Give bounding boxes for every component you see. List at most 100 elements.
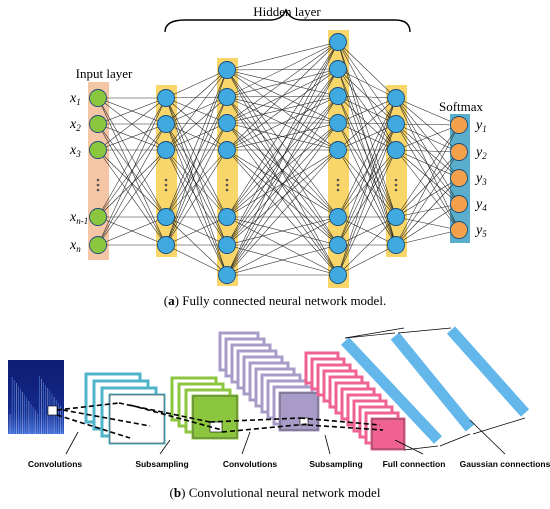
neuron-node (387, 141, 405, 159)
connection-edge (165, 69, 228, 125)
neuron-node (218, 208, 236, 226)
label-subsampling-2: Subsampling (309, 459, 362, 469)
neuron-node (89, 115, 107, 133)
connection-edge (97, 97, 167, 125)
neuron-node (329, 236, 347, 254)
connection-edge (226, 95, 339, 151)
connection-edge (337, 68, 397, 218)
connection-edge (226, 41, 339, 124)
connection-edge (395, 124, 460, 246)
connection-edge (337, 41, 397, 125)
connection-edge (165, 96, 228, 246)
connection-edge (337, 95, 397, 99)
receptive-field-connector (56, 402, 120, 411)
connection-edge (337, 97, 397, 151)
fully-connected-layer-bar (390, 332, 475, 432)
neuron-node (218, 61, 236, 79)
output-node-label: y1 (474, 118, 487, 134)
subsampling2-maps (304, 351, 406, 451)
connection-edge (226, 122, 339, 151)
conv1-maps (84, 372, 166, 445)
connection-edge (165, 69, 228, 246)
connection-edge (395, 149, 460, 205)
connection-edge (226, 122, 339, 246)
connection-edge (165, 123, 228, 151)
connection-edge (97, 123, 167, 218)
connection-edge (226, 96, 339, 246)
ellipsis-dot (96, 178, 100, 182)
connection-edge (337, 216, 397, 246)
neuron-node (89, 141, 107, 159)
caption-a: (a) Fully connected neural network model… (164, 293, 386, 308)
connection-edge (337, 95, 397, 218)
fully-connected-diagram: Hidden layer Input layer Softmax x1x2x3x… (69, 4, 487, 308)
connection-edge (395, 149, 460, 179)
connection-edge (226, 68, 339, 276)
layer-outline (397, 327, 452, 334)
connection-edge (226, 96, 339, 124)
connection-edge (226, 149, 339, 218)
softmax-label: Softmax (439, 99, 484, 114)
connection-edge (337, 68, 397, 151)
connection-edge (226, 149, 339, 276)
connection-edge (226, 68, 339, 246)
connection-edge (165, 96, 228, 99)
connection-edge (337, 123, 397, 246)
connection-edge (226, 68, 339, 98)
connection-edge (165, 123, 228, 276)
connection-edge (226, 122, 339, 276)
connection-edge (226, 41, 339, 218)
connection-edge (97, 97, 167, 218)
label-subsampling-1: Subsampling (135, 459, 188, 469)
ellipsis-dot (336, 178, 340, 182)
neuron-node (157, 89, 175, 107)
neuron-node (218, 114, 236, 132)
conv2-maps (218, 331, 320, 432)
feature-map-front (371, 418, 405, 450)
receptive-field-connector (62, 409, 151, 427)
connection-edge (165, 97, 228, 151)
connection-edge (97, 149, 167, 218)
connection-edge (165, 122, 228, 151)
ellipsis-dot (164, 183, 168, 187)
connection-edge (226, 95, 339, 276)
neuron-node (329, 141, 347, 159)
output-node-label: y5 (474, 223, 487, 239)
connection-edge (395, 151, 460, 246)
label-convolutions-2: Convolutions (223, 459, 278, 469)
neuron-node (450, 143, 468, 161)
input-node-label: x2 (69, 117, 81, 133)
label-full-connection: Full connection (383, 459, 446, 469)
neuron-node (89, 208, 107, 226)
connection-edge (165, 149, 228, 276)
neuron-node (450, 195, 468, 213)
connection-edge (97, 123, 167, 246)
subsampling1-maps (170, 376, 239, 440)
connection-edge (226, 244, 339, 276)
connection-edge (165, 69, 228, 218)
neuron-node (218, 88, 236, 106)
connection-edge (395, 177, 460, 246)
neuron-node (157, 236, 175, 254)
hidden-layer-label: Hidden layer (253, 4, 321, 19)
connection-edge (226, 216, 339, 276)
fully-connected-layer-bar (446, 326, 530, 417)
cnn-diagram: Convolutions Subsampling Convolutions Su… (8, 326, 550, 500)
output-node-label: y2 (474, 145, 487, 161)
connection-edge (337, 244, 397, 276)
neuron-node (329, 60, 347, 78)
output-node-label: y4 (474, 197, 487, 213)
connection-edge (226, 95, 339, 98)
connection-edge (395, 123, 460, 153)
layer-band-1 (156, 85, 177, 257)
connection-edge (337, 41, 397, 218)
neuron-node (387, 208, 405, 226)
connection-edge (165, 96, 228, 125)
connection-edge (165, 122, 228, 218)
ellipsis-dot (225, 178, 229, 182)
connection-edge (337, 95, 397, 151)
neuron-node (218, 141, 236, 159)
neuron-node (387, 89, 405, 107)
connection-edge (337, 97, 397, 218)
connection-edge (165, 69, 228, 151)
